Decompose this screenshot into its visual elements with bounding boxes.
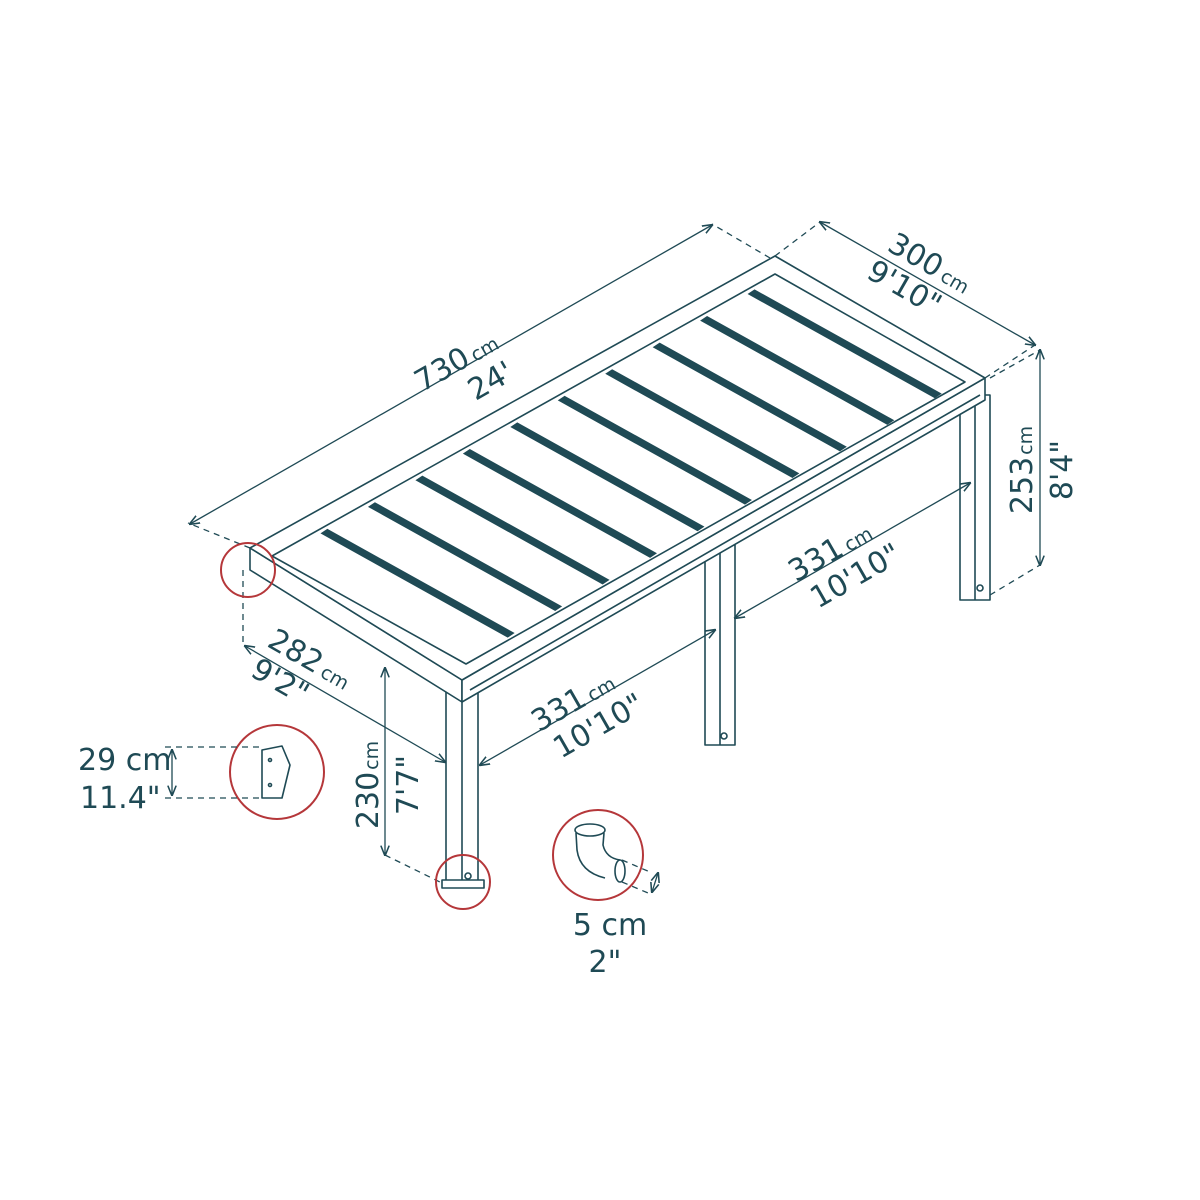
dimension-clearance-height: 230cm 7'7": [351, 668, 447, 886]
foot-callout: [435, 854, 491, 910]
drain-callout: 5 cm 2": [552, 809, 658, 980]
bracket-callout: 29 cm 11.4": [78, 542, 325, 820]
svg-text:8'4": 8'4": [1045, 440, 1080, 500]
svg-text:11.4": 11.4": [80, 781, 161, 816]
post-back-right: [959, 394, 991, 601]
svg-text:230cm: 230cm: [351, 741, 386, 829]
post-middle: [704, 544, 736, 746]
dimension-total-height: 253cm 8'4": [989, 350, 1080, 596]
svg-text:7'7": 7'7": [391, 755, 426, 815]
svg-text:5 cm: 5 cm: [573, 908, 647, 943]
svg-text:253cm: 253cm: [1005, 426, 1040, 514]
svg-text:2": 2": [589, 945, 622, 980]
svg-text:29 cm: 29 cm: [78, 743, 171, 778]
